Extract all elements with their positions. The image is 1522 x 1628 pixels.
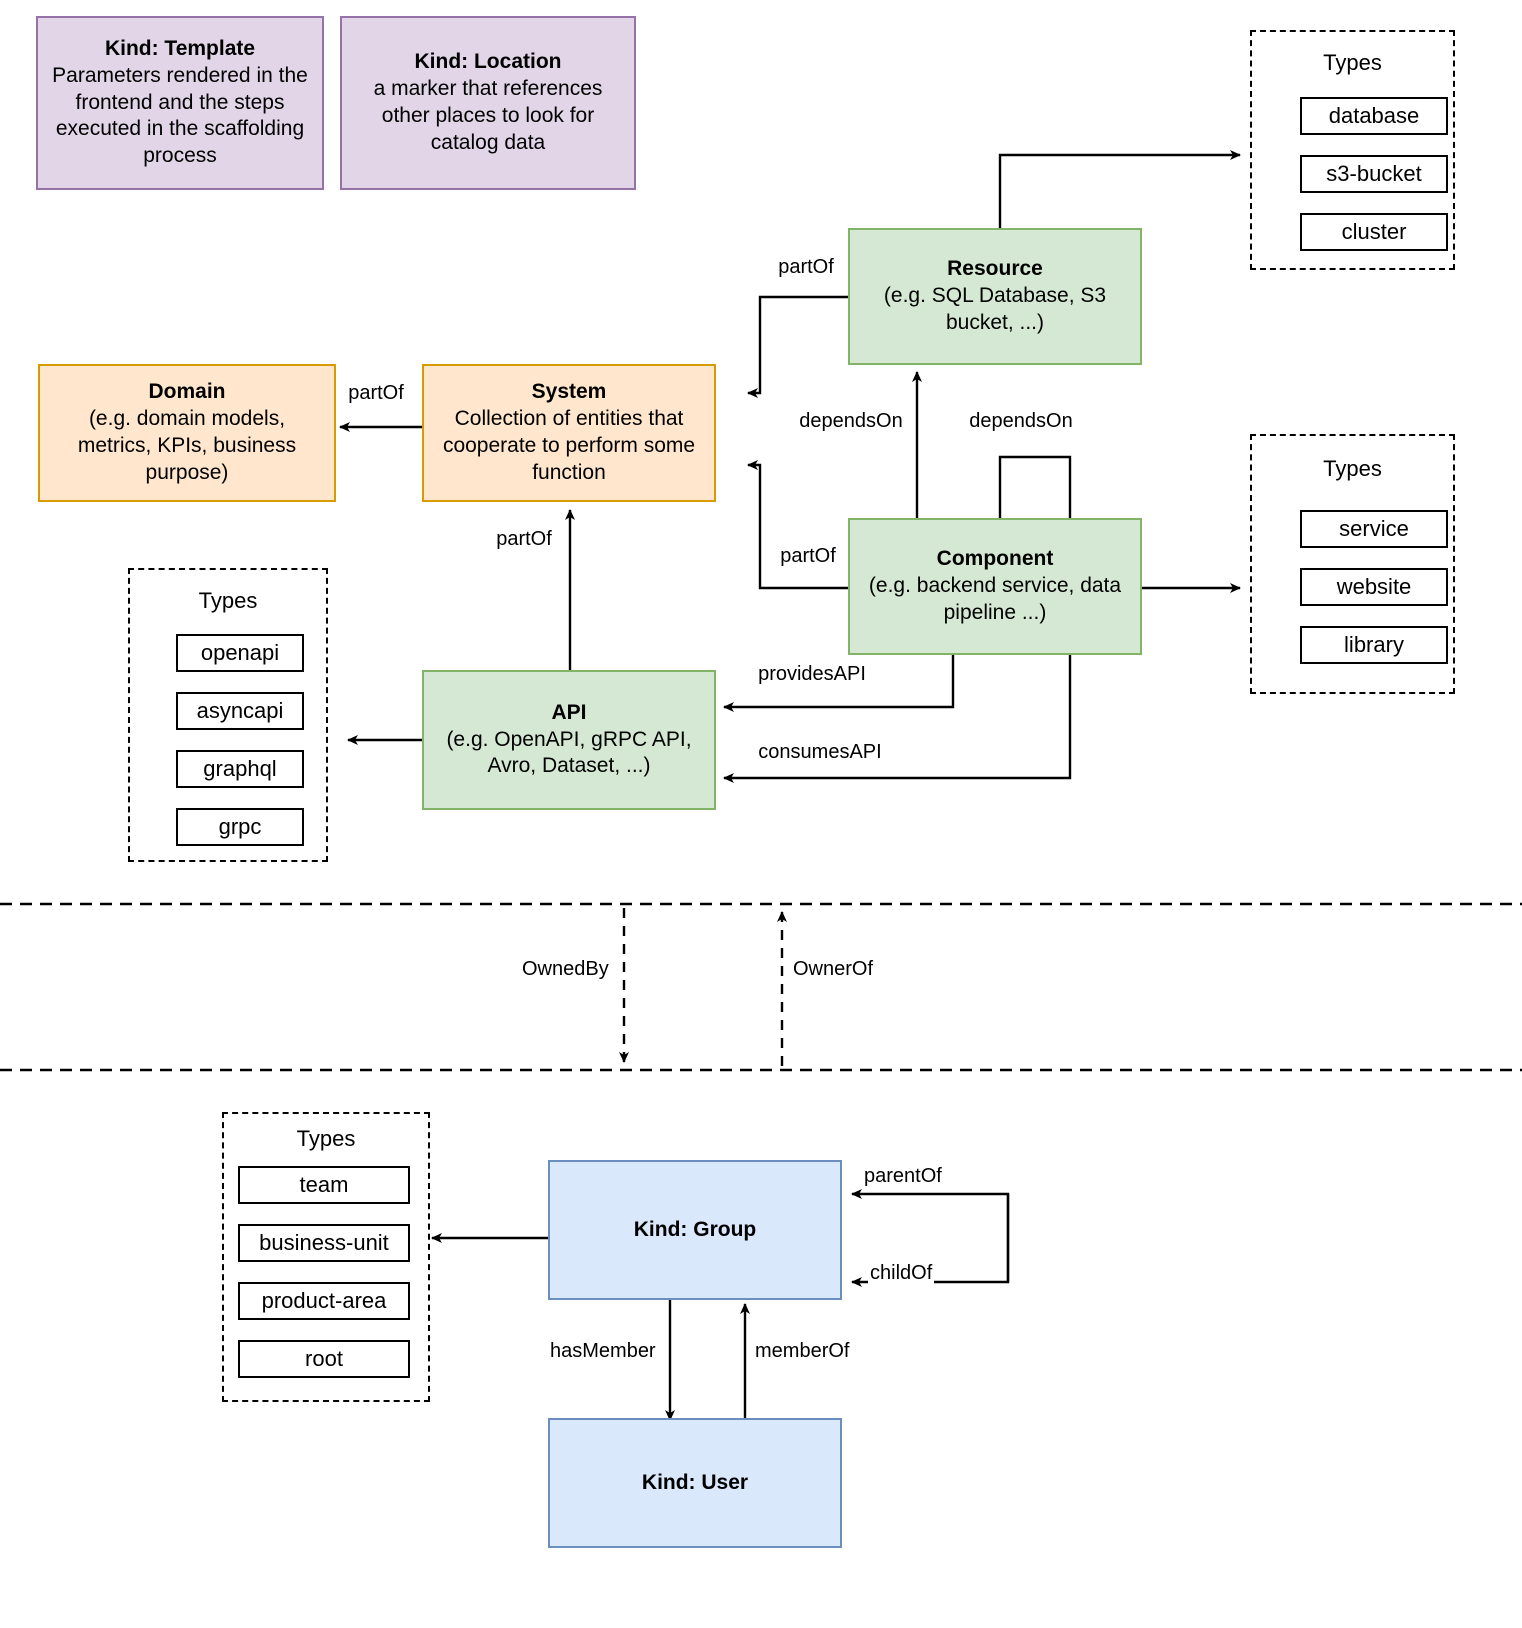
node-description: (e.g. domain models, metrics, KPIs, busi… bbox=[77, 407, 297, 484]
edge-label-ownedby: OwnedBy bbox=[520, 958, 611, 981]
types-group-group: Types team business-unit product-area ro… bbox=[222, 1112, 430, 1402]
types-group-component: Types service website library bbox=[1250, 434, 1455, 694]
type-chip[interactable]: s3-bucket bbox=[1300, 155, 1448, 193]
edge-component-partof-system bbox=[747, 460, 880, 590]
types-title: Types bbox=[296, 1126, 356, 1151]
node-title: API bbox=[551, 700, 587, 724]
type-chip[interactable]: root bbox=[238, 1340, 410, 1378]
types-title: Types bbox=[1323, 50, 1382, 75]
type-chip[interactable]: cluster bbox=[1300, 213, 1448, 251]
edge-resource-partof-system bbox=[747, 295, 880, 398]
type-chip[interactable]: asyncapi bbox=[176, 692, 304, 730]
type-chip[interactable]: product-area bbox=[238, 1282, 410, 1320]
edge-label-component-providesapi: providesAPI bbox=[756, 663, 868, 686]
node-title: Component bbox=[936, 547, 1054, 571]
edge-label-api-partof-system: partOf bbox=[494, 528, 554, 551]
node-title: Kind: Template bbox=[104, 36, 256, 60]
node-description: (e.g. SQL Database, S3 bucket, ...) bbox=[883, 284, 1107, 334]
type-chip[interactable]: service bbox=[1300, 510, 1448, 548]
edge-label-component-dependson-component: dependsOn bbox=[967, 410, 1075, 433]
node-title: Resource bbox=[947, 257, 1043, 281]
edge-label-user-memberof: memberOf bbox=[753, 1340, 852, 1363]
edge-label-resource-partof-system: partOf bbox=[776, 256, 836, 279]
node-title: Domain bbox=[148, 380, 226, 404]
type-chip[interactable]: library bbox=[1300, 626, 1448, 664]
edge-label-group-parentof: parentOf bbox=[862, 1165, 944, 1188]
edge-label-component-dependson-resource: dependsOn bbox=[797, 410, 905, 433]
node-title: Kind: Group bbox=[633, 1217, 757, 1241]
edge-label-component-partof-system: partOf bbox=[778, 545, 838, 568]
node-resource[interactable]: Resource (e.g. SQL Database, S3 bucket, … bbox=[848, 228, 1142, 365]
edge-label-component-consumesapi: consumesAPI bbox=[756, 741, 884, 764]
node-api[interactable]: API (e.g. OpenAPI, gRPC API, Avro, Datas… bbox=[422, 670, 716, 810]
node-description: a marker that references other places to… bbox=[373, 77, 603, 154]
node-kind-group[interactable]: Kind: Group bbox=[548, 1160, 842, 1300]
type-chip[interactable]: business-unit bbox=[238, 1224, 410, 1262]
edge-label-ownerof: OwnerOf bbox=[791, 958, 876, 981]
types-title: Types bbox=[1323, 456, 1382, 481]
node-description: (e.g. OpenAPI, gRPC API, Avro, Dataset, … bbox=[446, 727, 692, 778]
node-title: System bbox=[531, 380, 607, 404]
types-group-resource: Types database s3-bucket cluster bbox=[1250, 30, 1455, 270]
edge-label-system-partof-domain: partOf bbox=[346, 382, 406, 405]
node-title: Kind: User bbox=[641, 1470, 749, 1494]
type-chip[interactable]: database bbox=[1300, 97, 1448, 135]
edge-component-consumesapi-api bbox=[723, 652, 1072, 783]
edge-label-group-hasmember: hasMember bbox=[548, 1340, 658, 1363]
node-description: Parameters rendered in the frontend and … bbox=[52, 63, 308, 168]
node-domain[interactable]: Domain (e.g. domain models, metrics, KPI… bbox=[38, 364, 336, 502]
type-chip[interactable]: website bbox=[1300, 568, 1448, 606]
types-group-api: Types openapi asyncapi graphql grpc bbox=[128, 568, 328, 862]
edge-resource-to-types bbox=[998, 150, 1241, 238]
type-chip[interactable]: grpc bbox=[176, 808, 304, 846]
node-description: (e.g. backend service, data pipeline ...… bbox=[868, 574, 1122, 624]
type-chip[interactable]: openapi bbox=[176, 634, 304, 672]
node-title: Kind: Location bbox=[414, 50, 562, 74]
node-system[interactable]: System Collection of entities that coope… bbox=[422, 364, 716, 502]
node-kind-template[interactable]: Kind: Template Parameters rendered in th… bbox=[36, 16, 324, 190]
node-description: Collection of entities that cooperate to… bbox=[442, 407, 696, 484]
edge-label-group-childof: childOf bbox=[868, 1262, 935, 1285]
edge-component-dependson-self bbox=[998, 455, 1075, 537]
type-chip[interactable]: team bbox=[238, 1166, 410, 1204]
node-kind-location[interactable]: Kind: Location a marker that references … bbox=[340, 16, 636, 190]
edge-component-providesapi-api bbox=[723, 652, 955, 712]
types-title: Types bbox=[198, 588, 258, 613]
node-kind-user[interactable]: Kind: User bbox=[548, 1418, 842, 1548]
node-component[interactable]: Component (e.g. backend service, data pi… bbox=[848, 518, 1142, 655]
type-chip[interactable]: graphql bbox=[176, 750, 304, 788]
